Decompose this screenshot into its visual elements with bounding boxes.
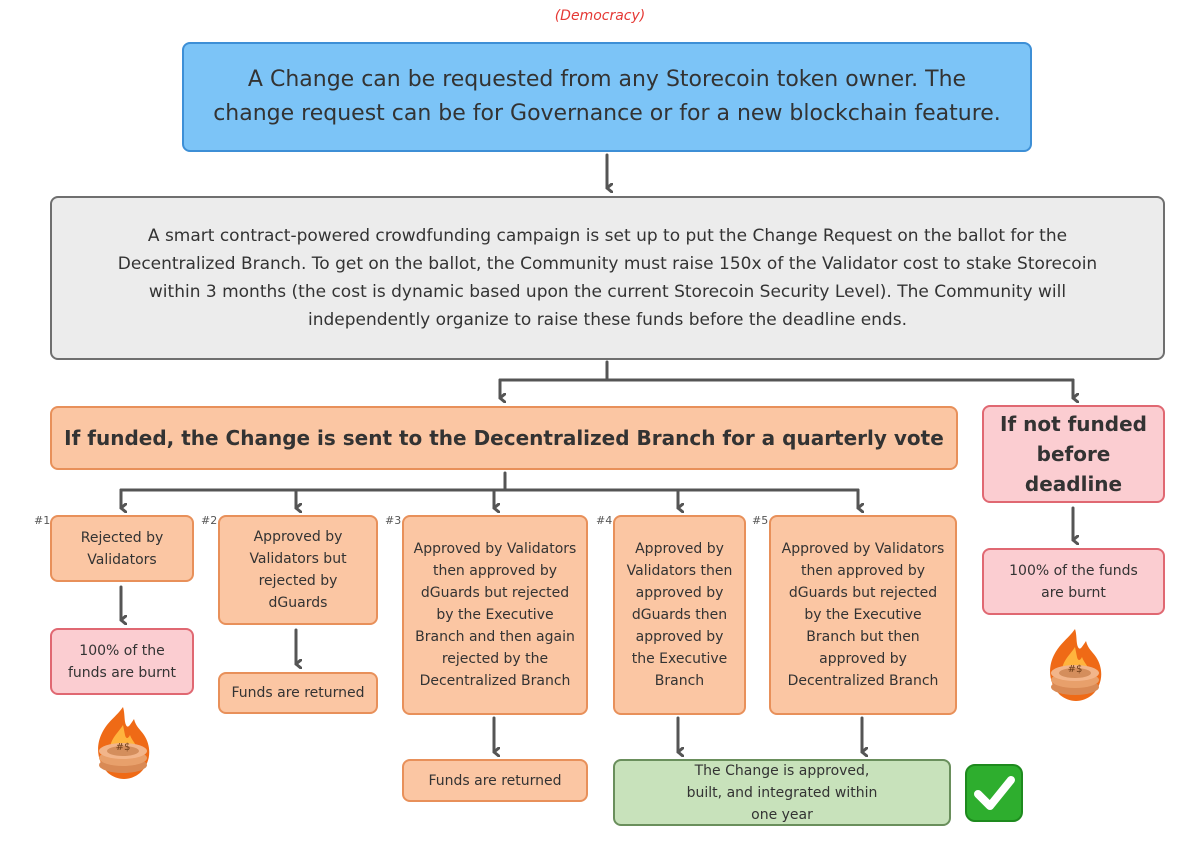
funded-box: If funded, the Change is sent to the Dec… (50, 406, 958, 470)
outcome-number: #1 (34, 514, 51, 527)
outcome-box: Approved by Validators then approved by … (769, 515, 957, 715)
outcome-number: #5 (752, 514, 769, 527)
svg-text:#$: #$ (1068, 664, 1083, 675)
checkmark-icon (964, 763, 1024, 823)
approved-box: The Change is approved, built, and integ… (613, 759, 951, 826)
outcome-box: Approved by Validators then approved by … (613, 515, 746, 715)
crowdfunding-box: A smart contract-powered crowdfunding ca… (50, 196, 1165, 360)
outcome-number: #3 (385, 514, 402, 527)
funds-returned-box: Funds are returned (218, 672, 378, 714)
not-funded-burnt-box: 100% of the funds are burnt (982, 548, 1165, 615)
svg-text:#$: #$ (116, 742, 131, 753)
outcome-box: Approved by Validators but rejected by d… (218, 515, 378, 625)
burning-coins-icon: #$ (1040, 625, 1110, 705)
change-request-box: A Change can be requested from any Store… (182, 42, 1032, 152)
outcome-box: Rejected by Validators (50, 515, 194, 582)
funds-returned-box: Funds are returned (402, 759, 588, 802)
outcome-number: #4 (596, 514, 613, 527)
outcome-number: #2 (201, 514, 218, 527)
outcome-box: Approved by Validators then approved by … (402, 515, 588, 715)
not-funded-box: If not funded before deadline (982, 405, 1165, 503)
burning-coins-icon: #$ (88, 703, 158, 783)
page-title: (Democracy) (554, 8, 646, 24)
burnt-result-box: 100% of the funds are burnt (50, 628, 194, 695)
